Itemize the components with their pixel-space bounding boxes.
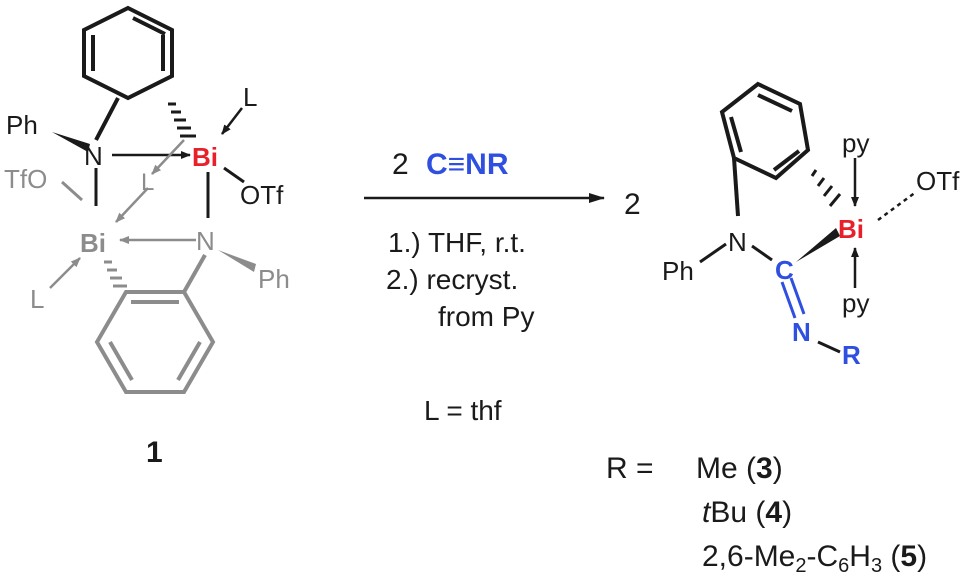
label-ph-bottom: Ph: [258, 264, 290, 294]
bond-ph-n: [699, 242, 727, 264]
label-product-otf: OTf: [916, 166, 960, 196]
label-product-py-top: py: [842, 128, 869, 158]
dashed-bi-otf: [877, 190, 917, 222]
bond-c-n-double-a: [780, 281, 797, 319]
hashed-bond-ring-bi: [168, 102, 196, 138]
label-product-n: N: [728, 227, 747, 257]
bottom-benzene-ring: [94, 290, 216, 394]
label-product-ph: Ph: [662, 256, 694, 286]
product-benzene-ring: [719, 81, 811, 181]
condition-step-2: 2.) recryst.: [386, 264, 518, 295]
label-product-py-bottom: py: [842, 288, 869, 318]
substituent-dimethylphenyl: 2,6-Me2-C6H3 (5): [702, 540, 927, 577]
substituent-tbu: tBu (4): [702, 496, 792, 529]
reagent-coefficient: 2: [392, 148, 409, 181]
wedge-n-ph-bottom: [218, 250, 256, 272]
dative-l-bottom: [49, 257, 81, 289]
compound-1-structure: [49, 5, 256, 394]
product-coefficient: 2: [624, 188, 641, 221]
label-ph-top: Ph: [6, 110, 38, 140]
compound-number-1: 1: [146, 436, 163, 469]
label-otf-top: OTf: [240, 180, 284, 210]
bond-n-bottom-ring: [182, 254, 207, 293]
label-tfo-bottom: TfO: [4, 164, 47, 194]
condition-step-1: 1.) THF, r.t.: [388, 227, 526, 258]
dative-l-bi: [221, 107, 243, 135]
bond-tfo-bi: [60, 180, 84, 202]
label-product-imine-n: N: [792, 317, 811, 347]
hashed-bond-bi-ring: [104, 260, 127, 288]
bond-n-c: [751, 244, 773, 262]
dative-l-bottom-bi: [151, 139, 185, 175]
label-product-bi: Bi: [838, 214, 864, 244]
condition-step-2b: from Py: [438, 301, 534, 332]
label-l-top: L: [243, 82, 257, 112]
label-l-inner: L: [141, 169, 154, 196]
dative-l-inner: [115, 187, 149, 223]
bond-c-n-double-b: [789, 277, 806, 315]
label-n-top: N: [84, 141, 103, 171]
wedge-ph-n: [52, 132, 90, 152]
label-product-r: R: [842, 340, 861, 370]
product-structure: [699, 81, 917, 354]
reagent-isocyanide: C≡NR: [426, 148, 509, 181]
hashed-bond-ring-bi-product: [810, 169, 842, 207]
substituent-me: Me (3): [696, 452, 783, 485]
label-n-bottom: N: [196, 226, 215, 256]
bond-ring-n: [732, 157, 740, 217]
label-product-c: C: [775, 255, 794, 285]
label-l-bottom: L: [30, 284, 44, 314]
bond-n-ring: [94, 97, 120, 141]
top-benzene-ring: [82, 5, 174, 101]
label-bi-bottom: Bi: [80, 228, 106, 258]
substituent-prefix: R =: [606, 452, 654, 485]
wedge-c-bi: [796, 228, 840, 262]
bond-bi-otf: [223, 166, 245, 184]
ligand-definition: L = thf: [424, 395, 502, 426]
label-bi-top: Bi: [192, 142, 218, 172]
bond-n-r: [817, 340, 841, 354]
